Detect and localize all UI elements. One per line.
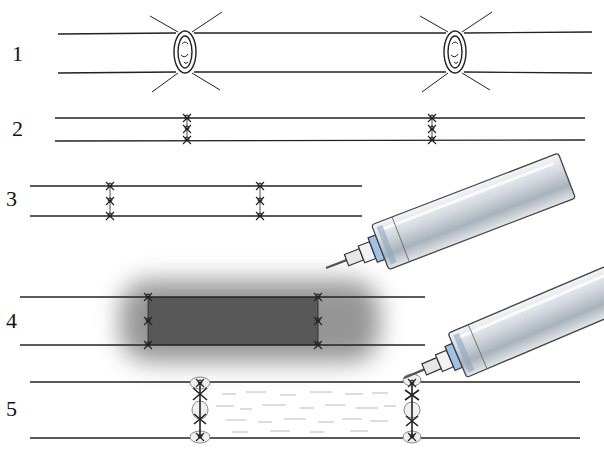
step-number: 4 xyxy=(6,310,17,332)
vessel-row-5 xyxy=(30,374,580,443)
step-number: 5 xyxy=(6,398,17,420)
syringe xyxy=(395,255,604,400)
syringe xyxy=(317,153,575,290)
vessel-row-3 xyxy=(30,186,362,216)
step-number: 3 xyxy=(6,188,17,210)
vessel-row-2 xyxy=(55,118,585,141)
vessel-row-4 xyxy=(20,280,425,362)
step-number: 1 xyxy=(12,43,23,65)
vessel-row-1 xyxy=(58,12,592,92)
step-number: 2 xyxy=(12,118,23,140)
